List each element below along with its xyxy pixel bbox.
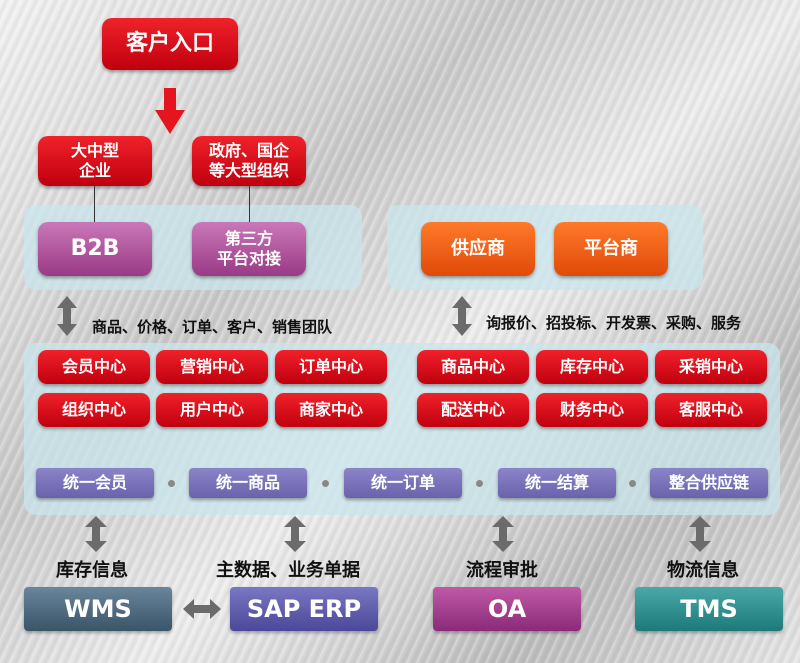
center-box: 订单中心 — [275, 350, 387, 384]
double-arrow-icon — [85, 516, 107, 552]
third-party-box: 第三方 平台对接 — [192, 222, 306, 276]
unify-box: 统一结算 — [498, 468, 616, 498]
double-arrow-icon — [689, 516, 711, 552]
horizontal-double-arrow-icon — [183, 599, 221, 619]
system-note: 库存信息 — [56, 560, 128, 581]
center-box: 用户中心 — [156, 393, 268, 427]
supplier-box: 供应商 — [421, 222, 535, 276]
double-arrow-icon — [492, 516, 514, 552]
double-arrow-icon — [452, 296, 472, 336]
center-box: 营销中心 — [156, 350, 268, 384]
wms-box: WMS — [24, 587, 172, 631]
client-box-government: 政府、国企 等大型组织 — [192, 136, 306, 186]
center-box: 客服中心 — [655, 393, 767, 427]
separator-dot — [629, 480, 636, 487]
system-note: 主数据、业务单据 — [216, 560, 360, 581]
center-box: 配送中心 — [417, 393, 529, 427]
center-box: 组织中心 — [38, 393, 150, 427]
system-note: 物流信息 — [667, 560, 739, 581]
center-box: 库存中心 — [536, 350, 648, 384]
unify-box: 统一订单 — [344, 468, 462, 498]
center-box: 商品中心 — [417, 350, 529, 384]
connector-line — [249, 186, 250, 222]
separator-dot — [168, 480, 175, 487]
center-box: 商家中心 — [275, 393, 387, 427]
double-arrow-icon — [284, 516, 306, 552]
sap-erp-box: SAP ERP — [230, 587, 378, 631]
client-box-enterprise: 大中型 企业 — [38, 136, 152, 186]
unify-box: 统一会员 — [36, 468, 154, 498]
unify-box: 统一商品 — [189, 468, 307, 498]
center-box: 会员中心 — [38, 350, 150, 384]
customer-entry-box: 客户入口 — [102, 18, 238, 70]
system-note: 流程审批 — [466, 560, 538, 581]
left-flow-label: 商品、价格、订单、客户、销售团队 — [92, 318, 333, 336]
unify-box: 整合供应链 — [650, 468, 768, 498]
separator-dot — [322, 480, 329, 487]
double-arrow-icon — [57, 296, 77, 336]
right-flow-label: 询报价、招投标、开发票、采购、服务 — [486, 314, 742, 332]
tms-box: TMS — [635, 587, 783, 631]
separator-dot — [476, 480, 483, 487]
center-box: 采销中心 — [655, 350, 767, 384]
down-arrow-icon — [155, 88, 185, 134]
center-box: 财务中心 — [536, 393, 648, 427]
b2b-box: B2B — [38, 222, 152, 276]
platform-merchant-box: 平台商 — [554, 222, 668, 276]
connector-line — [94, 186, 95, 222]
oa-box: OA — [433, 587, 581, 631]
